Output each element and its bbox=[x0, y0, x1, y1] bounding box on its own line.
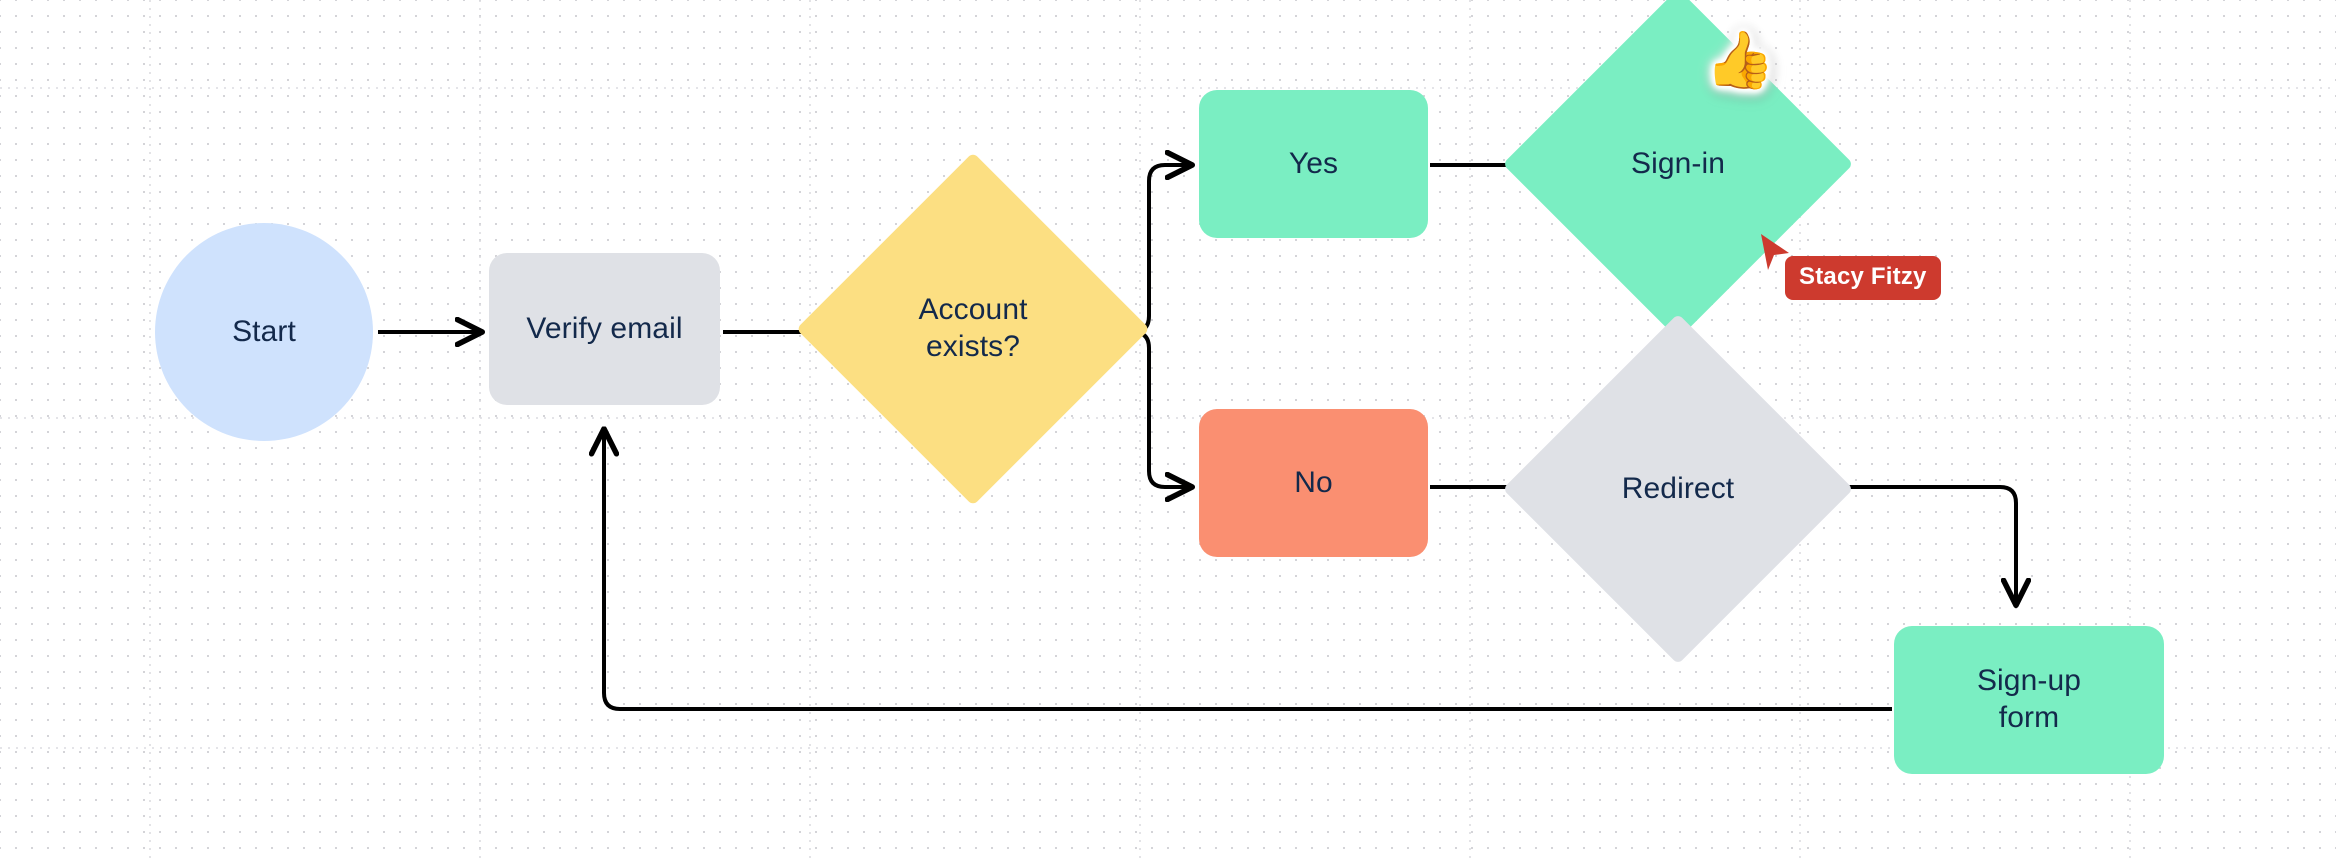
node-sign-in[interactable]: Sign-in bbox=[1502, 0, 1854, 340]
node-yes[interactable]: Yes bbox=[1199, 90, 1428, 238]
node-start-label: Start bbox=[232, 314, 296, 348]
node-sign-up-form-label: Sign-up form bbox=[1976, 664, 2082, 734]
node-verify-email[interactable]: Verify email bbox=[489, 253, 720, 405]
node-redirect-label: Redirect bbox=[1621, 471, 1735, 505]
node-verify-email-label: Verify email bbox=[526, 311, 683, 345]
thumbs-up-emoji-icon[interactable]: 👍 bbox=[1705, 28, 1775, 91]
node-account-exists[interactable]: Account exists? bbox=[796, 152, 1150, 506]
collaborator-name-badge: Stacy Fitzy bbox=[1785, 256, 1941, 300]
node-redirect[interactable]: Redirect bbox=[1502, 313, 1854, 665]
node-yes-label: Yes bbox=[1288, 146, 1339, 180]
node-no-label: No bbox=[1294, 465, 1333, 499]
node-no[interactable]: No bbox=[1199, 409, 1428, 557]
node-account-exists-label: Account exists? bbox=[918, 293, 1028, 363]
node-sign-up-form[interactable]: Sign-up form bbox=[1894, 626, 2164, 774]
node-sign-in-label: Sign-in bbox=[1630, 146, 1726, 180]
collaborator-cursor-icon bbox=[1758, 232, 1792, 274]
node-start[interactable]: Start bbox=[155, 223, 373, 441]
